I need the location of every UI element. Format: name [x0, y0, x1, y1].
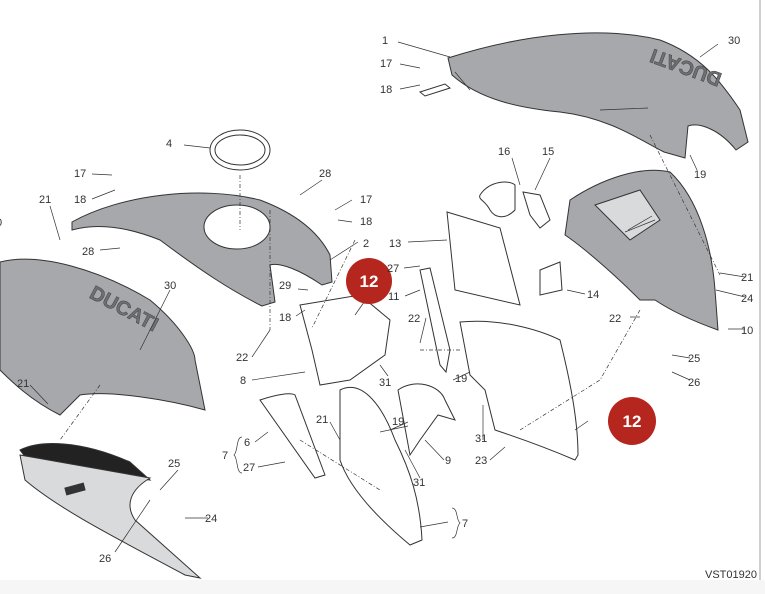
- diagram-code: VST01920: [705, 569, 757, 581]
- label-11: 11: [388, 291, 399, 303]
- callout-badge-12-left: 12: [346, 258, 392, 304]
- label-23: 23: [475, 455, 487, 467]
- label-14: 14: [587, 289, 599, 301]
- part-7-lower-fairing[interactable]: [339, 387, 423, 546]
- label-25: 25: [688, 353, 700, 365]
- part-10-side-panel[interactable]: [564, 169, 719, 331]
- label-19: 19: [694, 169, 706, 181]
- part-16-bracket[interactable]: [479, 181, 516, 218]
- label-7: 7: [222, 450, 228, 462]
- part-4-filler-ring-inner: [214, 134, 266, 166]
- label-15: 15: [542, 146, 554, 158]
- label-8: 8: [240, 375, 246, 387]
- svg-text:12: 12: [623, 412, 642, 431]
- frame-border: [759, 0, 761, 594]
- part-12-side-fairing[interactable]: [459, 320, 579, 461]
- label-21: 21: [741, 272, 753, 284]
- label-19: 19: [392, 416, 404, 428]
- part-labels: 1 17 18 30 19 16 15 13 27 11 14 22 10 21…: [0, 35, 757, 581]
- label-24: 24: [205, 513, 217, 525]
- part-13-panel[interactable]: [446, 211, 521, 306]
- part-9-cover[interactable]: [397, 383, 456, 457]
- part-2-tank-cover[interactable]: [71, 192, 333, 307]
- label-6: 6: [244, 437, 250, 449]
- label-31: 31: [379, 377, 391, 389]
- part-15-bracket[interactable]: [522, 191, 551, 229]
- label-31: 31: [413, 477, 425, 489]
- label-24: 24: [741, 293, 753, 305]
- label-29: 29: [279, 280, 291, 292]
- part-6-inner-panel[interactable]: [259, 393, 326, 479]
- label-22: 22: [236, 352, 248, 364]
- label-30: 30: [164, 280, 176, 292]
- label-18: 18: [279, 312, 291, 324]
- label-21: 21: [17, 378, 29, 390]
- label-19: 19: [455, 373, 467, 385]
- label-22: 22: [408, 313, 420, 325]
- label-22: 22: [609, 313, 621, 325]
- label-28: 28: [82, 246, 94, 258]
- label-30: 30: [728, 35, 740, 47]
- part-belly-pan[interactable]: [19, 443, 202, 579]
- part-30-tank-side-panel[interactable]: DUCATI: [0, 258, 206, 416]
- label-17: 17: [74, 168, 86, 180]
- label-0-partial: 0: [0, 217, 2, 229]
- part-8-bracket[interactable]: [299, 294, 391, 386]
- label-25: 25: [168, 458, 180, 470]
- label-27: 27: [387, 263, 399, 275]
- label-1: 1: [382, 35, 388, 47]
- part-11-strip[interactable]: [419, 267, 451, 374]
- part-14-pad[interactable]: [539, 261, 563, 296]
- label-28: 28: [319, 168, 331, 180]
- label-2: 2: [363, 238, 369, 250]
- callout-badge-12-right: 12: [608, 397, 656, 445]
- label-9: 9: [445, 455, 451, 467]
- label-18: 18: [380, 84, 392, 96]
- label-16: 16: [498, 146, 510, 158]
- label-4: 4: [166, 138, 172, 150]
- label-10: 10: [741, 325, 753, 337]
- label-18: 18: [360, 216, 372, 228]
- label-18: 18: [74, 194, 86, 206]
- part-1-tail-cover[interactable]: DUCATI: [418, 32, 749, 159]
- label-13: 13: [389, 238, 401, 250]
- label-27: 27: [243, 462, 255, 474]
- svg-text:12: 12: [360, 272, 379, 291]
- label-26: 26: [99, 553, 111, 565]
- label-31: 31: [475, 433, 487, 445]
- bottom-strip: [0, 580, 765, 594]
- label-7: 7: [462, 518, 468, 530]
- label-21: 21: [316, 414, 328, 426]
- label-26: 26: [688, 377, 700, 389]
- label-17: 17: [380, 58, 392, 70]
- label-17: 17: [360, 194, 372, 206]
- label-21: 21: [39, 194, 51, 206]
